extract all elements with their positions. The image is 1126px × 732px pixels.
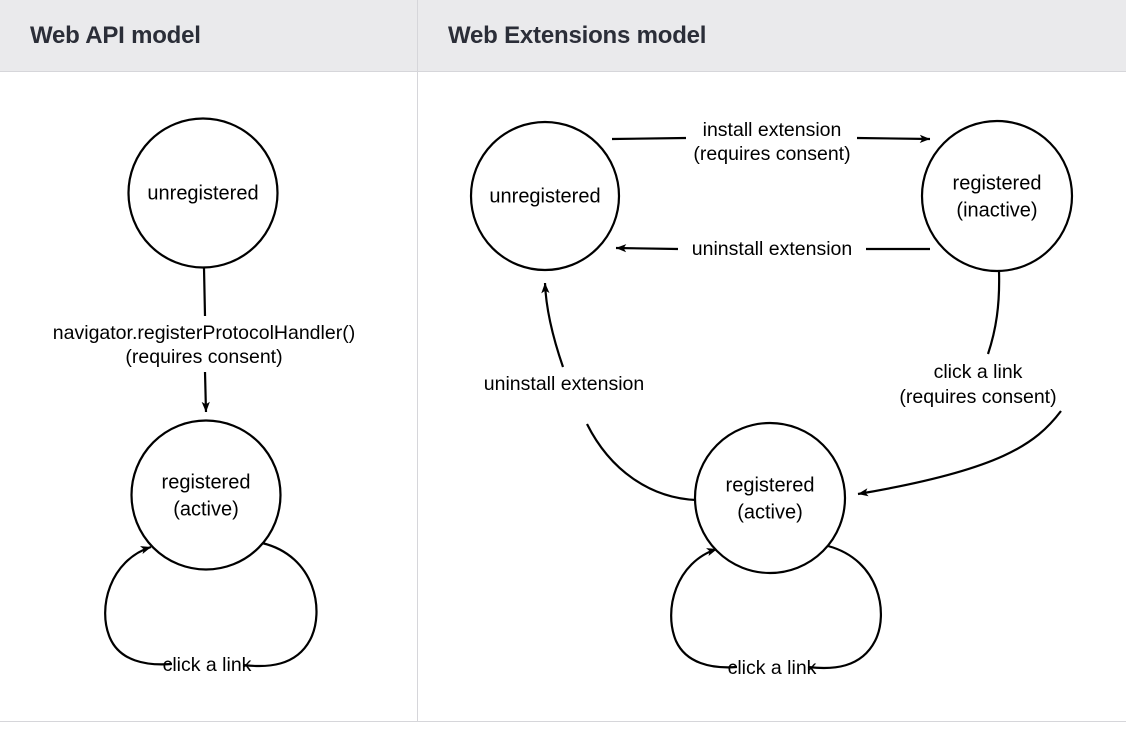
node-unregistered[interactable] [127, 117, 279, 269]
column-divider [417, 0, 418, 722]
panel-header-web-api: Web API model [0, 0, 417, 71]
edge-label-register-protocol-handler-line1: navigator.registerProtocolHandler() [53, 322, 355, 344]
edge-uninstall-extension-inactive [616, 248, 930, 249]
edge-label-click-a-link-consent-line2: (requires consent) [899, 386, 1056, 408]
panel-header-web-extensions: Web Extensions model [418, 0, 1126, 71]
node-label-unregistered: unregistered [147, 182, 258, 204]
bottom-divider [0, 721, 1126, 722]
diagram-web-api: navigator.registerProtocolHandler() (req… [53, 117, 355, 676]
edge-register-protocol-handler [204, 267, 206, 412]
node-label-registered-inactive-line2: (inactive) [956, 199, 1037, 221]
edge-label-self-click-a-link: click a link [163, 654, 252, 676]
edge-self-click-a-link-ext [670, 546, 882, 670]
edge-uninstall-extension-active [545, 283, 697, 502]
node-label-registered-inactive-line1: registered [953, 172, 1042, 194]
edge-label-uninstall-extension-active: uninstall extension [484, 373, 644, 395]
node-label-registered-active-ext-line1: registered [726, 474, 815, 496]
edge-label-register-protocol-handler-line2: (requires consent) [125, 346, 282, 368]
edge-self-click-a-link [104, 543, 318, 668]
edge-click-a-link-consent [858, 270, 1062, 494]
panel-title-web-api: Web API model [30, 21, 201, 49]
panel-title-web-extensions: Web Extensions model [448, 21, 707, 49]
node-label-registered-active-ext-line2: (active) [737, 501, 803, 523]
node-registered-active-ext[interactable] [693, 421, 847, 575]
edge-install-extension [611, 138, 930, 139]
node-registered-inactive[interactable] [920, 119, 1074, 273]
edge-label-install-extension-line2: (requires consent) [693, 143, 850, 165]
node-label-registered-active-line2: (active) [173, 498, 239, 520]
node-registered-active[interactable] [130, 419, 282, 571]
edge-label-install-extension-line1: install extension [703, 119, 842, 141]
edge-label-uninstall-extension-inactive: uninstall extension [692, 238, 852, 260]
node-label-registered-active-line1: registered [162, 471, 251, 493]
edge-label-self-click-a-link-ext: click a link [728, 657, 817, 679]
diagram-web-extensions: install extension (requires consent) uni… [469, 119, 1074, 679]
edge-label-click-a-link-consent-line1: click a link [934, 361, 1023, 383]
node-unregistered-ext[interactable] [469, 120, 621, 272]
node-label-unregistered-ext: unregistered [489, 185, 600, 207]
panel-header-band: Web API model Web Extensions model [0, 0, 1126, 72]
